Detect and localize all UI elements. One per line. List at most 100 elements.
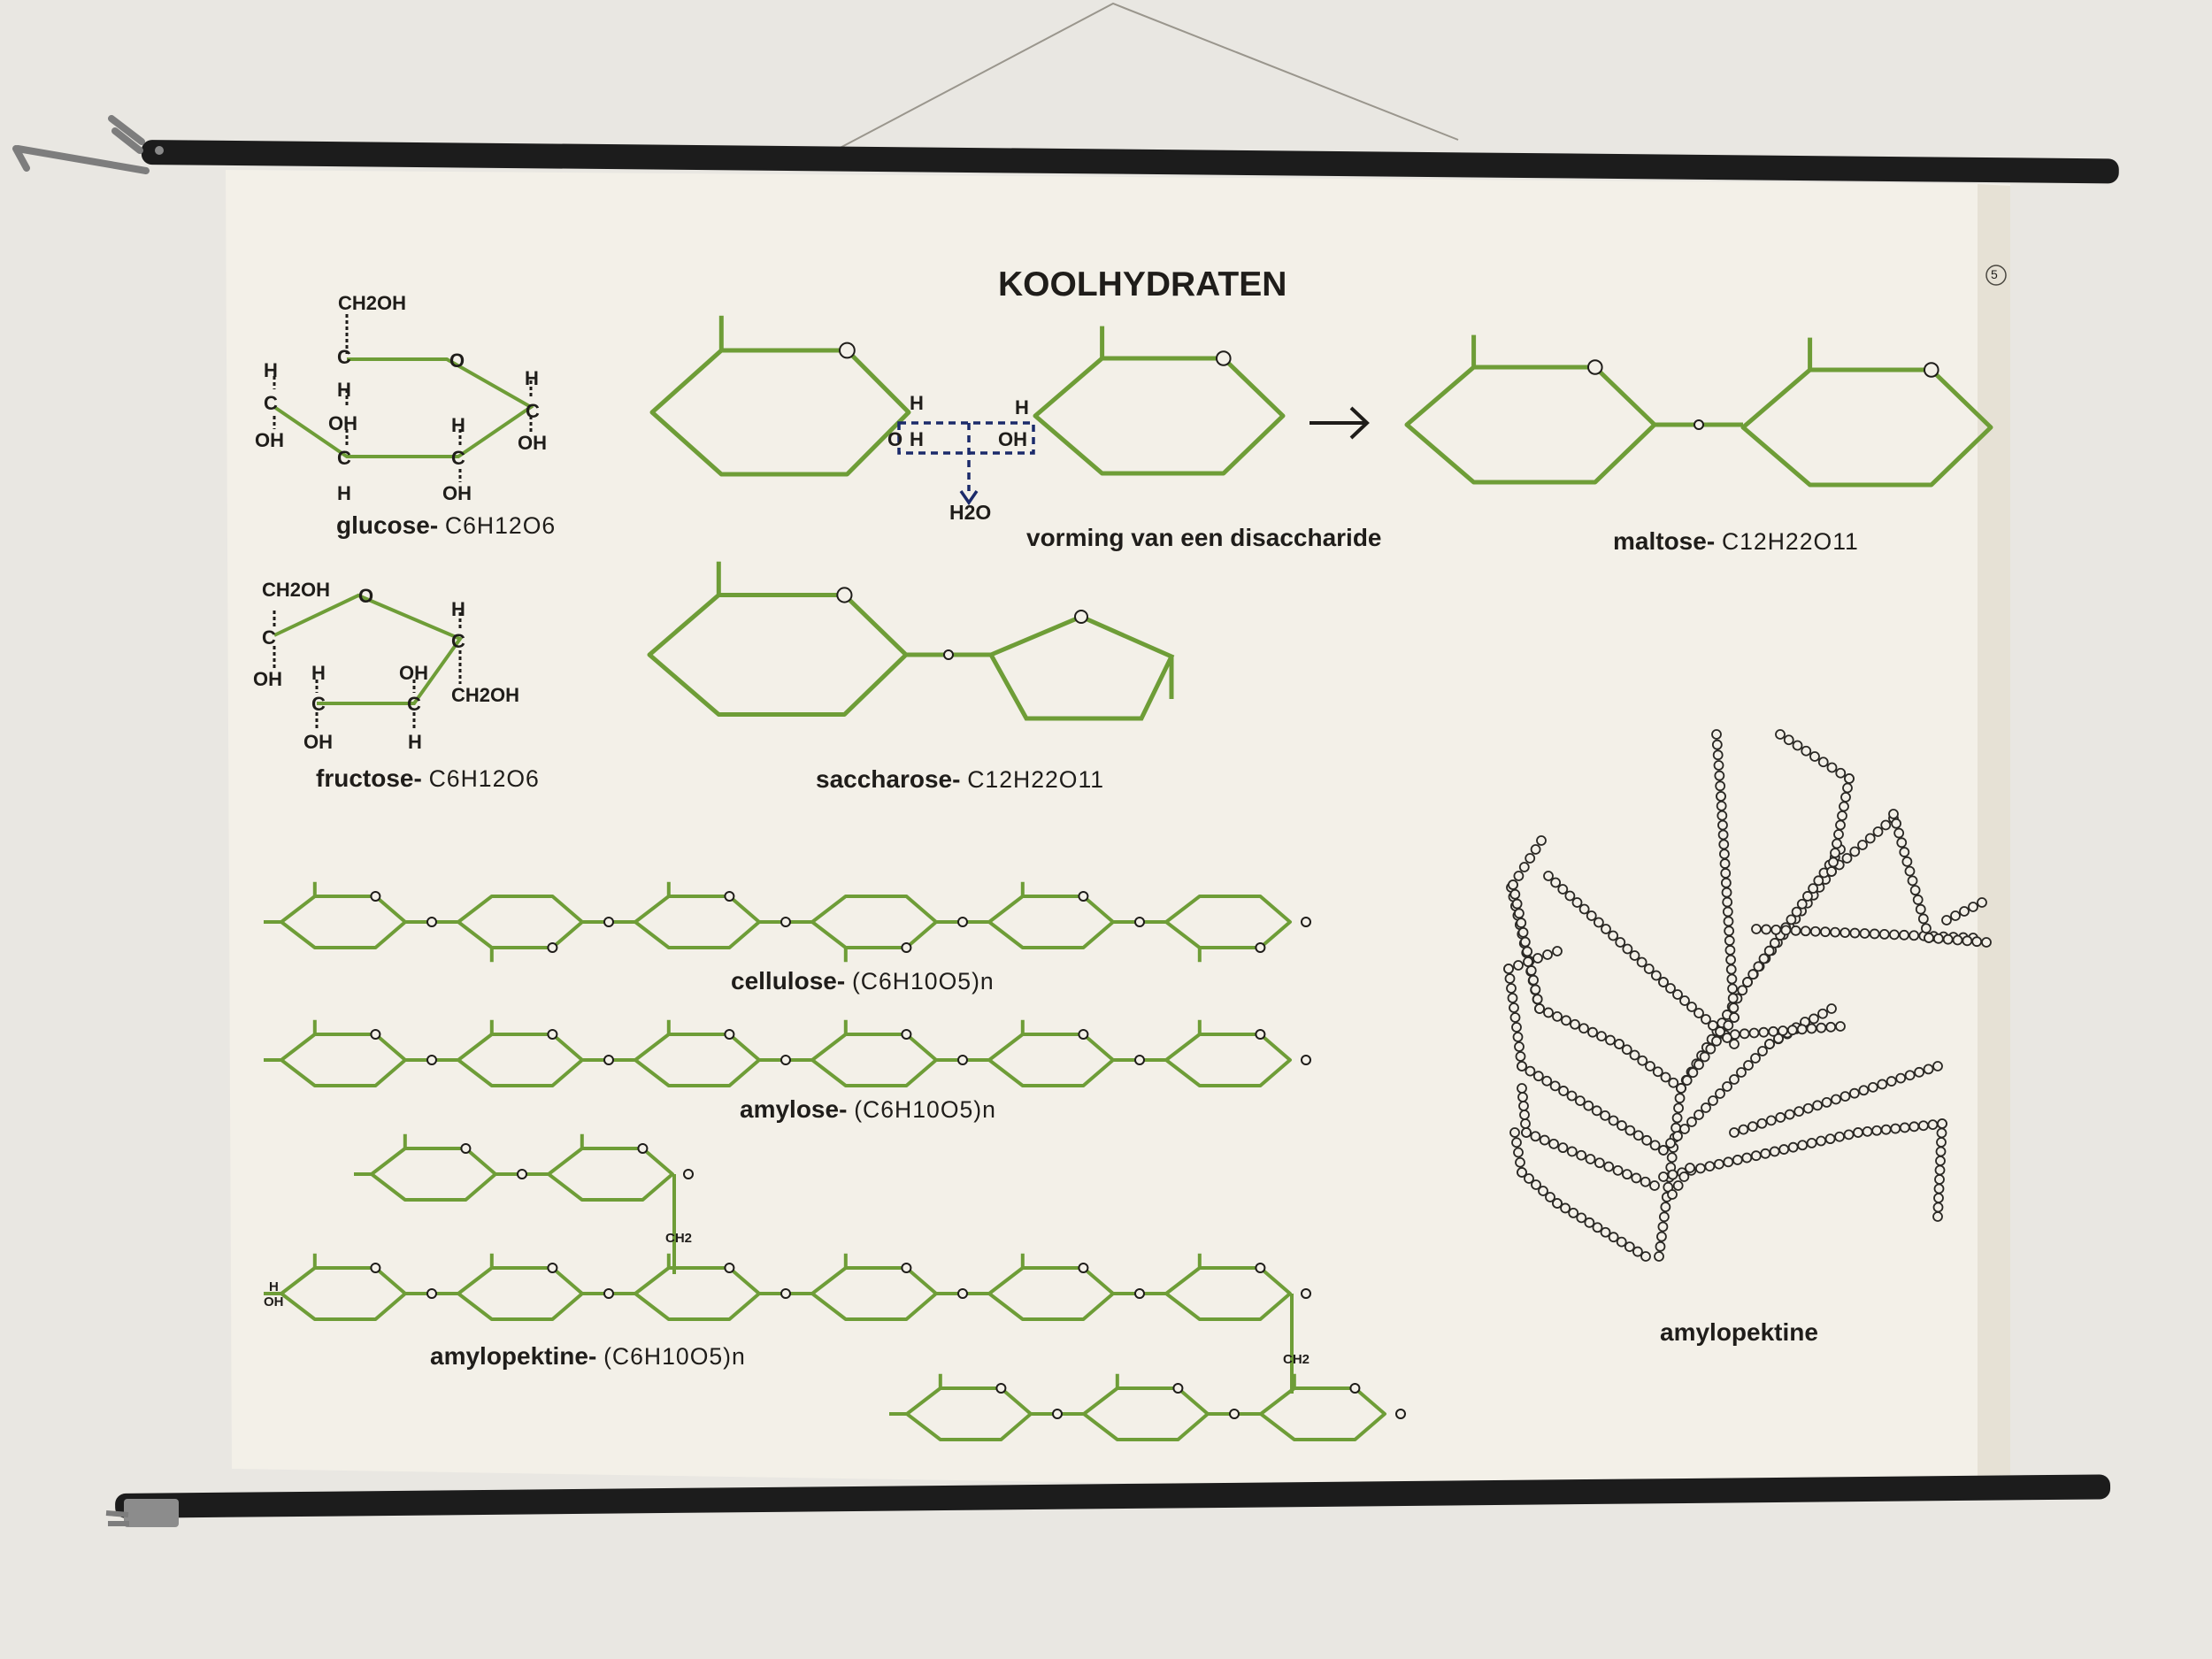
tree-branch-25-bead-11 <box>1760 1148 1771 1159</box>
tree-branch-20-bead-5 <box>1603 1161 1615 1172</box>
glucose-h-br: H <box>451 414 465 436</box>
tree-branch-14-bead-2 <box>1714 770 1725 781</box>
tree-branch-22-bead-4 <box>1686 1117 1697 1127</box>
tree-branch-24-bead-0 <box>1764 1039 1775 1049</box>
tree-branch-9-bead-4 <box>1977 897 1987 908</box>
tree-branch-12-bead-8 <box>1723 1019 1734 1031</box>
tree-branch-13-bead-0 <box>1729 1012 1740 1023</box>
tree-branch-21-bead-5 <box>1517 1083 1527 1094</box>
tree-branch-8-bead-3 <box>1780 925 1792 936</box>
tree-branch-21-bead-4 <box>1517 1092 1528 1102</box>
cellulose-ring-0-o <box>370 891 381 902</box>
tree-branch-12-bead-1 <box>1681 1075 1693 1087</box>
tree-branch-35-bead-4 <box>1686 1002 1697 1012</box>
tree-branch-13-bead-12 <box>1722 896 1733 908</box>
tree-branch-30-bead-2 <box>1624 1241 1635 1252</box>
tree-branch-18-bead-1 <box>1515 1051 1526 1062</box>
glucose-c-left: C <box>264 392 278 414</box>
maltose-ring-right-o <box>1924 362 1939 378</box>
glucose-ring <box>273 357 534 458</box>
tree-branch-15-bead-1 <box>1828 856 1839 868</box>
tree-branch-35-bead-3 <box>1679 995 1690 1006</box>
tree-branch-18-bead-5 <box>1509 1012 1521 1023</box>
amylopektine-branch-lower-link-0-o <box>1052 1409 1063 1419</box>
reaction-arrow <box>1310 406 1370 440</box>
tree-branch-12-bead-6 <box>1711 1035 1722 1047</box>
tree-branch-10-bead-6 <box>1522 946 1533 957</box>
tree-branch-34-bead-5 <box>1578 903 1590 915</box>
bottom-rod-endcap <box>124 1499 179 1527</box>
tree-branch-14-bead-0 <box>1716 791 1726 802</box>
saccharose-fructose-o <box>1074 610 1088 624</box>
tree-branch-29-bead-13 <box>1849 1087 1860 1099</box>
tree-branch-29-bead-9 <box>1812 1100 1823 1111</box>
tree-branch-25-bead-14 <box>1787 1141 1799 1153</box>
tree-branch-13-bead-2 <box>1727 993 1739 1004</box>
tree-branch-20-bead-0 <box>1649 1180 1660 1191</box>
tree-branch-25-bead-18 <box>1824 1133 1836 1145</box>
tree-branch-33-bead-9 <box>1806 1023 1817 1034</box>
tree-branch-13-bead-4 <box>1726 973 1738 985</box>
tree-branch-14-bead-3 <box>1713 760 1724 771</box>
tree-branch-33-bead-10 <box>1816 1022 1827 1033</box>
tree-branch-27-bead-1 <box>1936 1127 1947 1139</box>
tree-branch-22-bead-0 <box>1658 1145 1669 1156</box>
tree-branch-14-bead-5 <box>1711 739 1723 750</box>
tree-branch-17-bead-10 <box>1574 1095 1586 1107</box>
tree-branch-26-bead-6 <box>1909 1121 1920 1133</box>
cellulose-name: cellulose <box>731 967 837 995</box>
tree-branch-36-bead-9 <box>1912 895 1924 905</box>
tree-branch-36-bead-7 <box>1907 875 1918 887</box>
tree-branch-27-bead-5 <box>1934 1164 1946 1176</box>
tree-branch-16-bead-8 <box>1775 729 1786 740</box>
tree-branch-0-bead-2 <box>1656 1231 1667 1242</box>
fructose-c-left: C <box>262 626 276 649</box>
tree-branch-36-bead-1 <box>1891 818 1901 829</box>
tree-branch-11-bead-2 <box>1518 862 1530 872</box>
tree-branch-31-bead-1 <box>1545 1192 1555 1202</box>
amylopektine-branch-lower-end-o <box>1395 1409 1406 1419</box>
tree-branch-1-bead-12 <box>1737 985 1748 996</box>
tree-branch-0-bead-5 <box>1660 1202 1671 1213</box>
tree-branch-36-bead-10 <box>1915 903 1926 915</box>
amylose-name: amylose <box>740 1095 840 1123</box>
amylopektine-branch-upper-link-0-o <box>517 1169 527 1179</box>
tree-branch-36-bead-12 <box>1921 923 1932 934</box>
tree-branch-18-bead-7 <box>1507 993 1518 1003</box>
top-rod <box>141 140 2119 184</box>
tree-branch-7-bead-11 <box>1802 891 1813 902</box>
tree-branch-37-bead-6 <box>1981 937 1992 948</box>
tree-branch-15-bead-8 <box>1840 792 1851 803</box>
saccharose-formula: C12H22O11 <box>967 766 1105 793</box>
tree-branch-27-bead-0 <box>1937 1118 1947 1129</box>
tree-branch-22-bead-10 <box>1729 1074 1740 1085</box>
cellulose-label: cellulose- (C6H10O5)n <box>731 967 995 995</box>
tree-branch-31-bead-2 <box>1538 1186 1548 1196</box>
saccharose-ring-o <box>836 587 853 603</box>
fructose-ch2oh: CH2OH <box>262 579 331 601</box>
tree-branch-22-bead-1 <box>1665 1138 1676 1148</box>
disaccharide-caption: vorming van een disaccharide <box>1026 524 1382 551</box>
tree-branch-9-bead-3 <box>1968 902 1978 912</box>
tree-branch-27-bead-3 <box>1935 1146 1947 1157</box>
tree-branch-13-bead-15 <box>1720 868 1732 879</box>
glucose-c-br: C <box>451 447 465 469</box>
glucose-ch2oh: CH2OH <box>338 292 407 314</box>
tree-branch-10-bead-12 <box>1509 888 1521 900</box>
glucose-h-right: H <box>525 367 539 389</box>
fructose-oh-left: OH <box>253 668 282 690</box>
tree-branch-17-bead-2 <box>1641 1134 1653 1146</box>
tree-branch-13-bead-5 <box>1725 964 1737 975</box>
tree-branch-33-bead-7 <box>1786 1025 1798 1036</box>
tree-branch-8-bead-1 <box>1761 924 1772 935</box>
tree-branch-16-bead-2 <box>1826 762 1838 773</box>
amylopektine-ch2-lower: CH2 <box>1283 1352 1310 1367</box>
paper-right-shadow <box>1978 184 2010 1497</box>
tree-branch-25-bead-10 <box>1750 1150 1762 1162</box>
tree-branch-37-bead-1 <box>1932 933 1944 944</box>
saccharose-name: saccharose <box>816 765 953 793</box>
tree-branch-34-bead-8 <box>1601 924 1611 934</box>
cellulose-ring-1-o <box>547 942 558 953</box>
tree-branch-37-bead-2 <box>1942 933 1954 945</box>
tree-branch-11-bead-0 <box>1508 879 1518 890</box>
